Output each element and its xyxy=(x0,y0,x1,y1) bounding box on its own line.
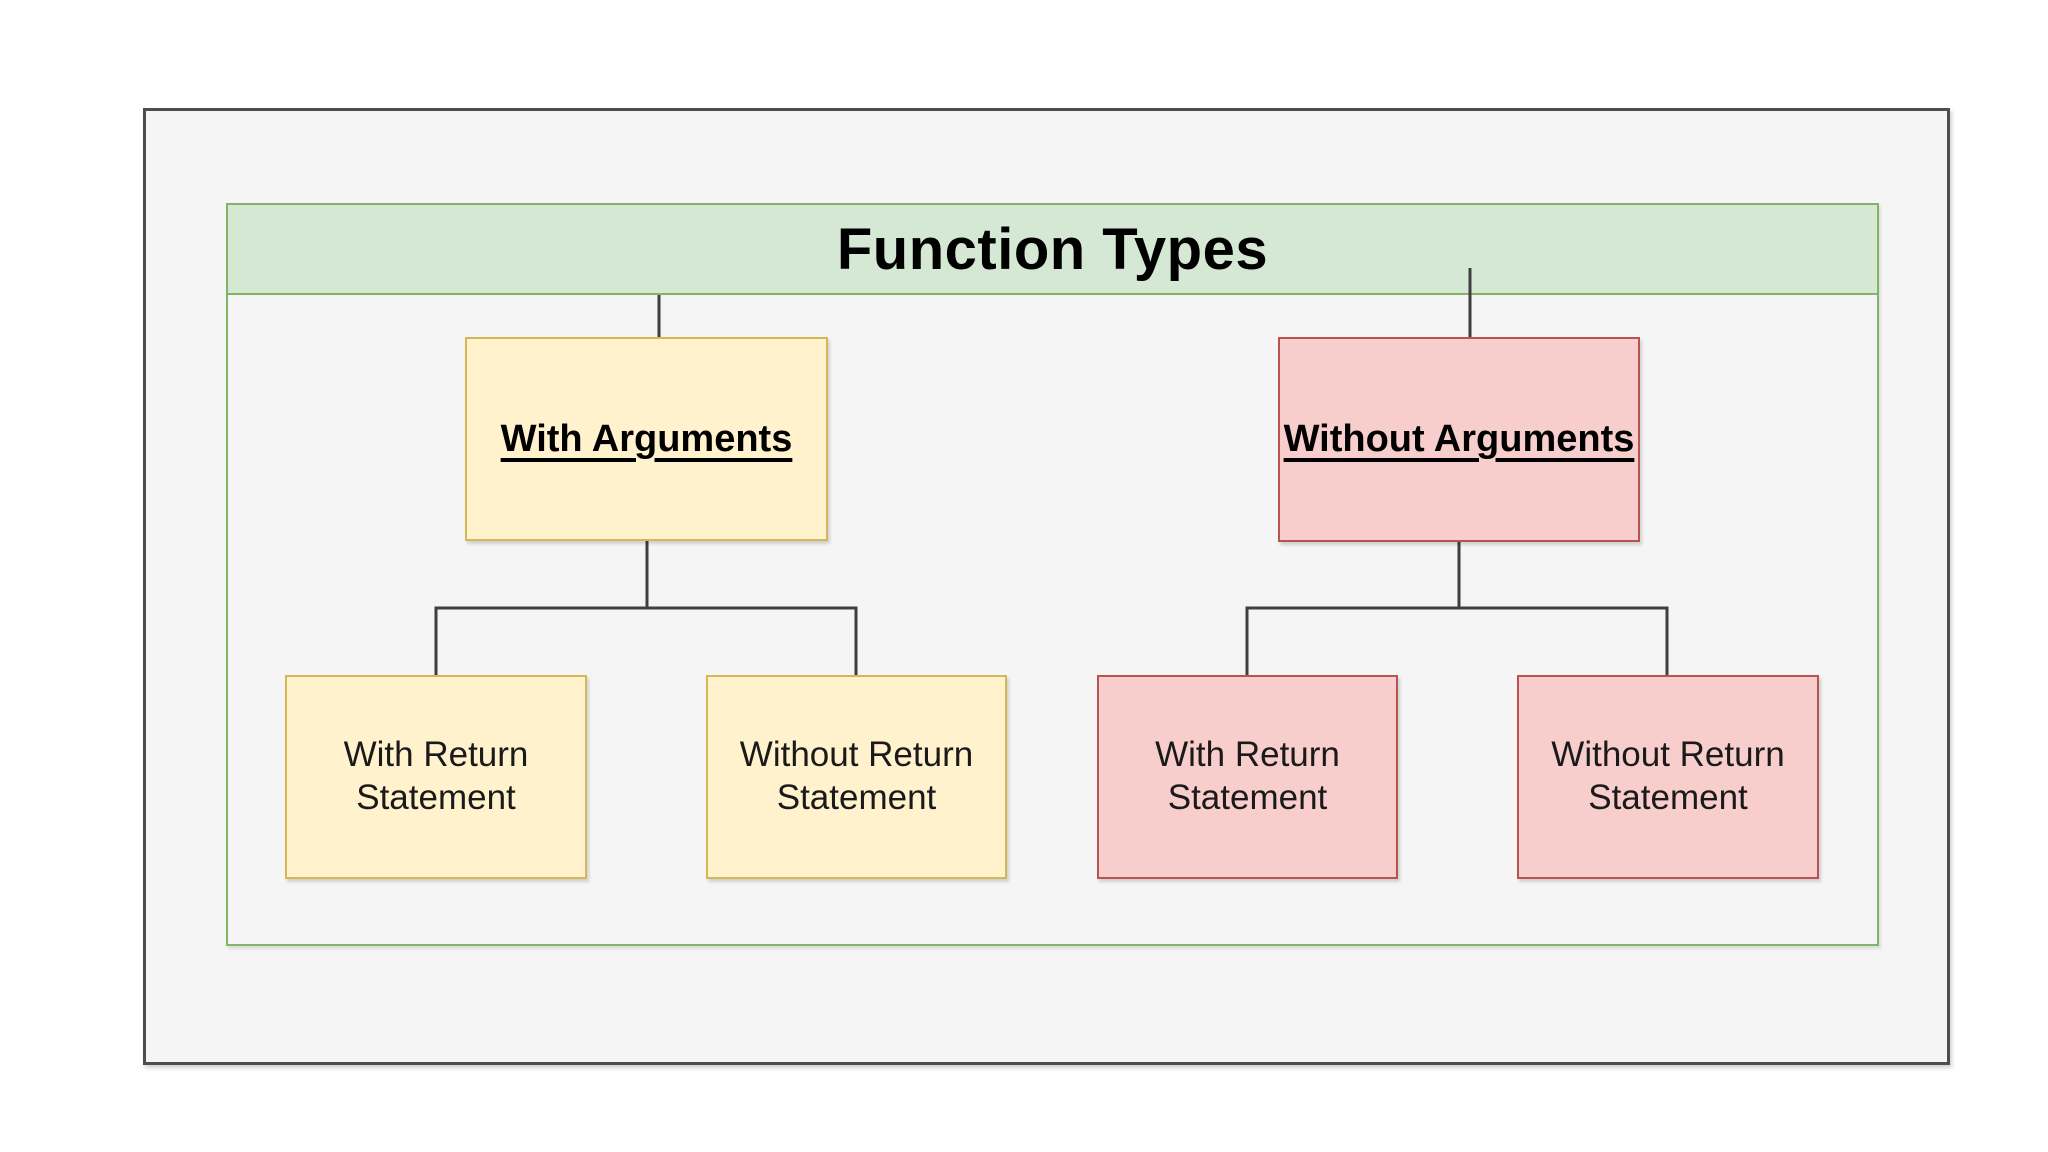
group-title-bar: Function Types xyxy=(228,205,1877,295)
node-with-arguments: With Arguments xyxy=(465,337,828,541)
node-noargs-with-return: With Return Statement xyxy=(1097,675,1398,879)
node-noargs-without-return-label: Without Return Statement xyxy=(1551,735,1785,817)
node-args-with-return-label: With Return Statement xyxy=(343,735,529,817)
function-types-group: Function Types xyxy=(226,203,1879,946)
node-args-with-return: With Return Statement xyxy=(285,675,587,879)
group-title: Function Types xyxy=(836,216,1269,282)
node-with-arguments-label: With Arguments xyxy=(500,417,793,460)
node-noargs-with-return-label: With Return Statement xyxy=(1155,735,1340,817)
node-noargs-without-return: Without Return Statement xyxy=(1517,675,1819,879)
node-without-arguments-label: Without Arguments xyxy=(1283,418,1635,460)
node-args-without-return: Without Return Statement xyxy=(706,675,1007,879)
node-without-arguments: Without Arguments xyxy=(1278,337,1640,542)
node-args-without-return-label: Without Return Statement xyxy=(739,735,974,817)
